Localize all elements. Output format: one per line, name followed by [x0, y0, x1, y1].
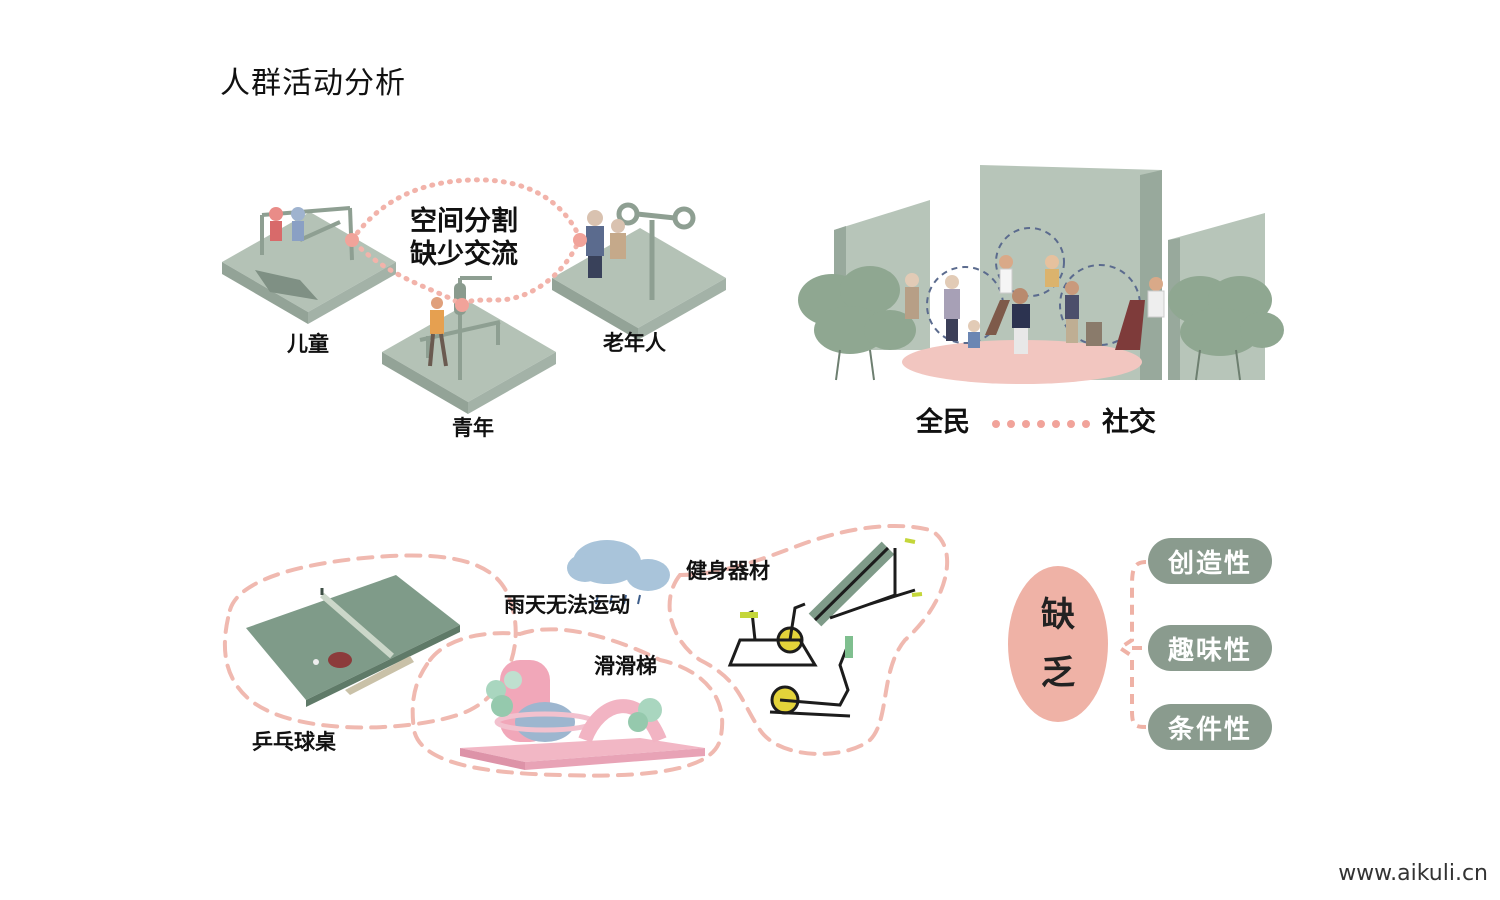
elderly-platform [552, 202, 726, 340]
callout-dotted-loop [348, 177, 583, 309]
label-social: 社交 [1102, 407, 1156, 438]
fitness-equipment [727, 538, 923, 718]
social-dots [992, 420, 1090, 428]
callout-text: 空间分割 缺少交流 [410, 205, 518, 271]
label-youth: 青年 [452, 415, 494, 440]
page-title: 人群活动分析 [220, 66, 406, 101]
youth-platform [382, 276, 556, 414]
watermark: www.aikuli.cn [1338, 861, 1488, 886]
rain-cloud-icon [567, 540, 670, 605]
label-slide: 滑滑梯 [594, 653, 657, 678]
callout-line1: 空间分割 [410, 206, 518, 237]
slide-playground [460, 660, 705, 770]
label-everyone: 全民 [916, 407, 970, 438]
children-platform [222, 206, 396, 324]
lack-char-1: 缺 [1041, 595, 1075, 635]
pill-conditions: 条件性 [1148, 704, 1272, 750]
pingpong-table [246, 575, 460, 707]
community-scene [798, 165, 1284, 384]
lack-brace [1116, 560, 1147, 729]
label-pingpong: 乒乓球桌 [252, 729, 336, 754]
bottom-dashed-outlines [222, 524, 950, 778]
callout-line2: 缺少交流 [410, 239, 518, 270]
label-fitness: 健身器材 [686, 558, 770, 583]
lack-char-2: 乏 [1041, 653, 1075, 693]
pill-creativity: 创造性 [1148, 538, 1272, 584]
label-elderly: 老年人 [603, 330, 666, 355]
label-rain: 雨天无法运动 [504, 592, 630, 617]
lack-oval: 缺 乏 [1008, 566, 1108, 722]
label-children: 儿童 [287, 331, 329, 356]
pill-fun: 趣味性 [1148, 625, 1272, 671]
